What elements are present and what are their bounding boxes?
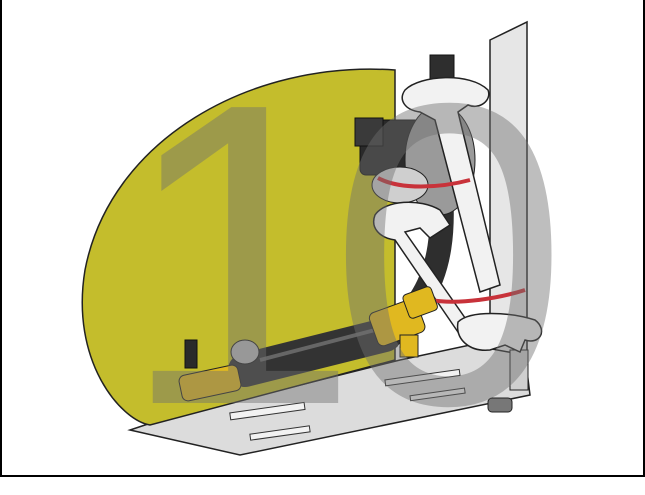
cabinet-foot: [488, 398, 512, 412]
pipe-union: [231, 340, 259, 364]
brass-valve: [400, 335, 418, 357]
valve-handle: [185, 340, 197, 368]
corner-bracket: [510, 350, 528, 390]
assembly-illustration: [0, 0, 645, 477]
pump-motor-cap: [355, 118, 383, 146]
